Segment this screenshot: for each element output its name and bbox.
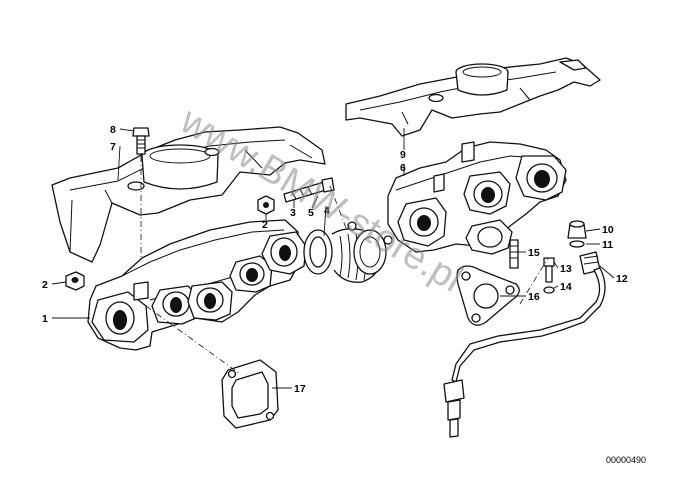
flange-gasket-17 [221,359,279,429]
leader-lines [51,128,615,389]
left-heat-shield [51,126,326,263]
stud-15 [509,239,519,269]
callout-17: 17 [294,383,306,395]
callout-11: 11 [602,239,613,251]
callout-8: 8 [110,124,116,136]
bolt-8 [132,127,150,155]
callout-1: 1 [42,313,48,325]
callout-3: 3 [290,207,296,219]
callout-14: 14 [560,281,572,293]
bolt-13 [543,257,555,283]
triangle-gasket-16 [456,265,520,326]
callout-13: 13 [560,263,572,275]
callout-10: 10 [602,224,614,236]
callout-7: 7 [110,141,116,153]
left-exhaust-manifold [87,219,307,351]
nut-2-left [65,271,85,291]
callout-15: 15 [528,247,540,259]
right-heat-shield [345,57,601,137]
callout-2-center: 2 [262,219,268,231]
callout-2-left: 2 [42,279,48,291]
callout-9: 9 [400,149,406,161]
right-exhaust-manifold [387,141,567,255]
washer-11 [569,240,585,248]
callout-labels: 8 7 2 1 2 3 5 4 9 6 10 11 12 13 14 15 16… [42,124,628,395]
callout-5: 5 [308,207,314,219]
cap-nut-10 [567,220,587,239]
callout-12: 12 [616,273,628,285]
washer-14 [543,286,555,294]
sensor-line-12 [443,251,606,438]
diagram-reference-number: 00000490 [606,455,646,465]
callout-16: 16 [528,291,540,303]
nut-2-center [257,195,275,215]
gasket-ring-4 [303,221,393,283]
callout-6: 6 [400,162,406,174]
callout-4: 4 [324,205,330,217]
